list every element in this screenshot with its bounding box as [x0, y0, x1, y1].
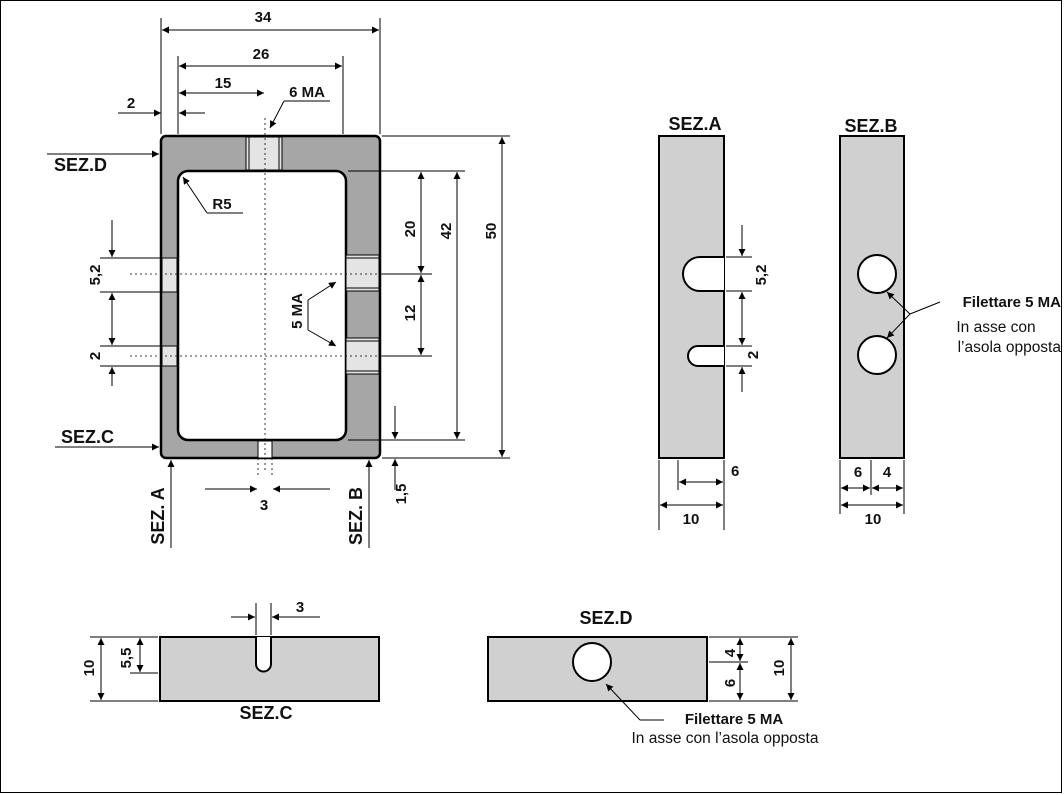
section-d-note-line1: Filettare 5 MA: [685, 711, 784, 728]
section-a-body: [658, 135, 725, 459]
section-b-dim-right: 4: [883, 464, 892, 481]
section-a-dim-slot-big: 5,2: [753, 265, 770, 286]
left-slot-small: [161, 345, 178, 367]
section-c-slot: [255, 637, 272, 673]
section-c-dim-depth: 5,5: [118, 648, 135, 669]
section-c-marker: SEZ.C: [61, 427, 114, 447]
dim-inner-offset: 26: [253, 46, 270, 63]
section-c-dim-slot: 3: [296, 599, 304, 616]
dim-bottom-slot: 3: [260, 497, 268, 514]
section-a-dim-slot-small: 2: [745, 351, 762, 359]
section-d-dim-bottom: 6: [722, 679, 739, 687]
section-d: SEZ.D Filettare 5 MA In asse con l’asola…: [487, 608, 819, 747]
dim-slot-big: 5,2: [87, 265, 104, 286]
section-b-note-line2: In asse con: [956, 319, 1035, 336]
section-a-marker: SEZ. A: [148, 487, 168, 544]
front-dimensions: 34 26 15 2 6 MA R5 5,2 2: [47, 9, 510, 548]
section-a-dim-depth: 6: [731, 463, 739, 480]
top-thread-insert: [245, 136, 283, 171]
section-b-note-line3: l’asola opposta: [958, 339, 1062, 356]
dim-bottom-wall: 1,5: [393, 484, 410, 505]
section-d-title: SEZ.D: [579, 608, 632, 628]
section-a-slot-big: [682, 256, 724, 292]
dim-h50: 50: [483, 223, 500, 240]
section-a-title: SEZ.A: [668, 114, 721, 134]
section-a-slot-small: [687, 345, 724, 367]
left-slot-big: [161, 257, 178, 293]
section-d-dim-top: 4: [722, 648, 739, 657]
section-b-hole-1: [857, 254, 897, 294]
dim-overall-width: 34: [255, 9, 272, 26]
section-b-title: SEZ.B: [844, 116, 897, 136]
side-thread-insert-1: [345, 254, 380, 292]
section-d-dim-height: 10: [771, 660, 788, 677]
section-b-note-line1: Filettare 5 MA: [963, 294, 1062, 311]
section-b-hole-2: [857, 335, 897, 375]
section-d-hole: [572, 642, 612, 682]
dim-side-thread: 5 MA: [289, 293, 306, 329]
section-d-note-line2: In asse con l’asola opposta: [632, 730, 819, 747]
section-b-marker: SEZ. B: [346, 487, 366, 545]
dim-h42: 42: [438, 223, 455, 240]
section-b-dim-left: 6: [854, 464, 862, 481]
dim-radius: R5: [212, 196, 231, 213]
section-c: SEZ.C 3 10 5,5: [81, 599, 380, 723]
dim-h20: 20: [402, 221, 419, 238]
section-b-body: [839, 135, 905, 459]
dim-slot-small: 2: [87, 352, 104, 360]
dim-wall: 2: [127, 95, 135, 112]
section-a-dim-width: 10: [683, 511, 700, 528]
section-c-title: SEZ.C: [239, 703, 292, 723]
dim-h12: 12: [402, 305, 419, 322]
section-d-marker: SEZ.D: [54, 155, 107, 175]
dim-top-thread: 6 MA: [289, 84, 325, 101]
section-b: SEZ.B Filettare 5 MA In asse con l’asola…: [839, 116, 1062, 528]
section-a: SEZ.A 5,2 2 6 10: [658, 114, 770, 530]
section-c-dim-height: 10: [81, 660, 98, 677]
front-view: [130, 118, 420, 478]
frame-inner: [176, 169, 348, 442]
section-b-dim-width: 10: [865, 511, 882, 528]
dim-hole-offset: 15: [215, 75, 232, 92]
